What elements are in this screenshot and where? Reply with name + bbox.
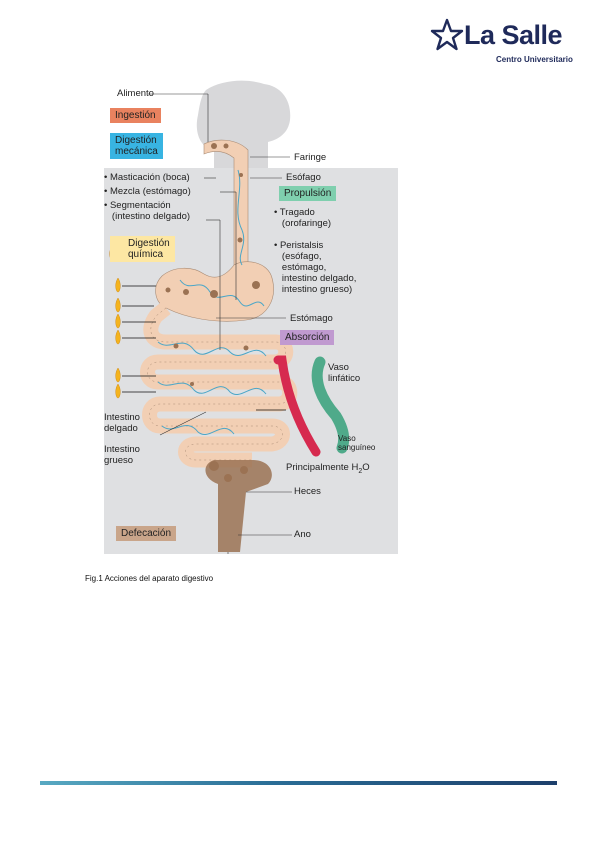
- intestine-outline: [147, 307, 290, 461]
- digestive-illustration: [96, 80, 398, 554]
- label-vaso-linfatico: Vaso linfático: [328, 362, 361, 384]
- label-ano: Ano: [294, 529, 311, 540]
- blood-vessel: [273, 355, 321, 457]
- label-h2o-subscript: 2: [358, 467, 363, 475]
- label-intestino-delgado: Intestino delgado: [104, 412, 140, 434]
- large-intestine: [205, 460, 272, 552]
- label-intestino-grueso: Intestino grueso: [104, 444, 140, 466]
- digestion-arrows: [122, 285, 286, 411]
- logo-name: La Salle: [464, 20, 563, 50]
- mecanica-item-3: • Segmentación (intestino delgado): [104, 200, 191, 222]
- box-propulsion: Propulsión: [279, 186, 337, 201]
- mecanica-item-1: • Masticación (boca): [104, 172, 190, 183]
- leader-lines: [148, 93, 292, 554]
- label-principalmente: Principalmente H: [286, 462, 359, 473]
- box-absorcion: Absorción: [280, 330, 335, 345]
- figure-caption: Fig.1 Acciones del aparato digestivo: [85, 574, 214, 583]
- propulsion-item-2: • Peristalsis (esófago, estómago, intest…: [274, 240, 357, 295]
- box-digestion-quimica: Digestión química: [110, 236, 175, 262]
- lymph-vessel: [311, 356, 350, 454]
- label-estomago: Estómago: [290, 313, 333, 324]
- label-h2o-o: O: [362, 462, 370, 473]
- box-defecacion: Defecación: [116, 526, 177, 541]
- label-principalmente-h2o: Principalmente H2O: [286, 462, 370, 477]
- star-icon: [430, 18, 464, 51]
- propulsion-item-1: • Tragado (orofaringe): [274, 207, 332, 229]
- label-alimento: Alimento: [117, 88, 154, 99]
- mecanica-item-2: • Mezcla (estómago): [104, 186, 191, 197]
- label-esofago: Esófago: [286, 172, 321, 183]
- footer-divider: [40, 781, 557, 785]
- box-digestion-mecanica: Digestión mecánica: [110, 133, 163, 159]
- label-vaso-sanguineo: Vaso sanguíneo: [338, 434, 376, 452]
- label-heces: Heces: [294, 486, 321, 497]
- digestive-system-figure: Alimento Ingestión Digestión mecánica Fa…: [96, 80, 398, 554]
- logo-subtitle: Centro Universitario: [496, 55, 573, 64]
- label-faringe: Faringe: [294, 152, 327, 163]
- muscle-fibers: [157, 169, 267, 435]
- la-salle-logo: La Salle Centro Universitario: [430, 18, 580, 68]
- box-ingestion: Ingestión: [110, 108, 161, 123]
- food-particles: [165, 143, 260, 482]
- flame-icons: [109, 245, 121, 399]
